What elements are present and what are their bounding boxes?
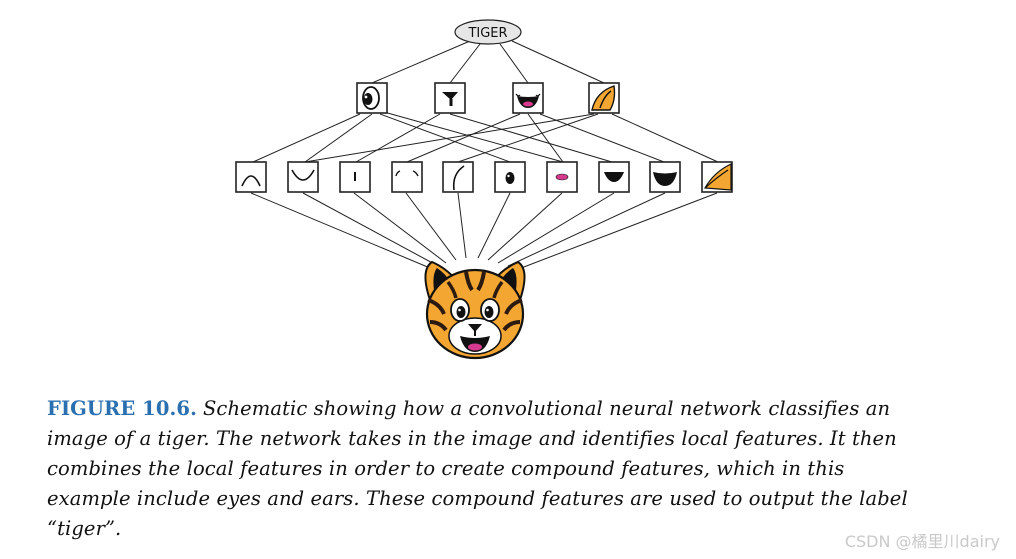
compound-connections [252,111,719,163]
local-feature-curve-ticks [391,161,423,193]
figure-label: FIGURE 10.6. [47,397,197,420]
caption-text: Schematic showing how a convolutional ne… [47,397,908,540]
local-feature-arc-bottom [287,161,319,193]
local-feature-mouth-shape [649,161,681,193]
local-feature-dot [494,161,526,193]
output-label: TIGER [467,26,507,41]
output-connections [371,40,605,84]
local-feature-curve-left [442,161,474,193]
local-feature-arc-top [235,161,267,193]
input-connections [250,192,718,271]
local-feature-pink-mouth [546,161,578,193]
local-feature-vertical-dash [339,161,371,193]
figure-caption: FIGURE 10.6.Schematic showing how a conv… [47,394,932,544]
compound-feature-ear [588,82,620,114]
tiger-face-image [424,260,526,360]
cnn-diagram: TIGER [235,19,733,360]
output-node: TIGER [454,19,522,45]
compound-feature-mouth [512,82,544,114]
local-feature-nose-shape [598,161,630,193]
local-feature-ear-shape [701,161,733,193]
watermark: CSDN @橘里川dairy [844,532,1000,551]
compound-feature-eye [356,82,388,114]
compound-feature-nose [434,82,466,114]
